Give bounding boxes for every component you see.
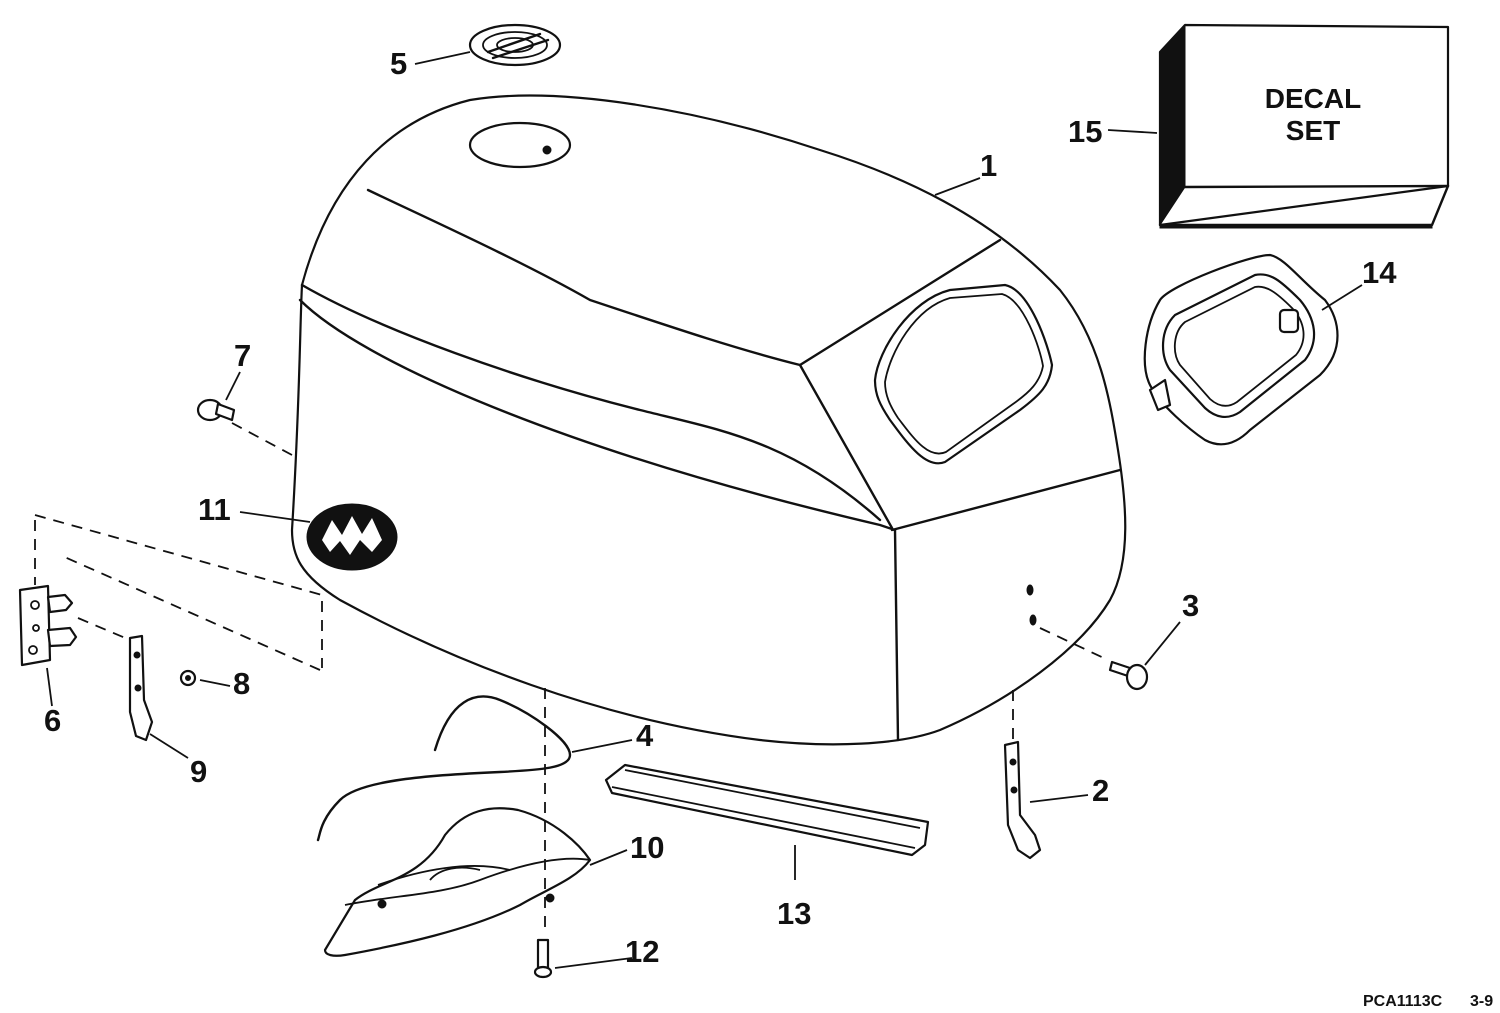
right-bracket [1003,740,1042,860]
decal-text-line1: DECAL [1265,83,1361,114]
decal-set-box: DECAL SET [1158,23,1450,229]
leader-lines [46,51,1363,969]
callout-14: 14 [1362,255,1397,290]
callout-2: 2 [1092,773,1109,808]
callout-9: 9 [190,754,207,789]
callout-10: 10 [630,830,664,865]
callout-8: 8 [233,666,250,701]
window-frame [1143,253,1339,446]
lower-hood [323,807,592,957]
rubber-strip [604,763,930,857]
callout-labels: 1 2 3 4 5 6 7 8 9 10 11 12 13 14 15 [44,46,1397,969]
callout-7: 7 [234,338,251,373]
figure-code: PCA1113C [1363,993,1443,1010]
screw-bottom [533,938,553,979]
callout-1: 1 [980,148,997,183]
engine-cover [290,94,1127,746]
latch-bracket [128,634,154,742]
callout-5: 5 [390,46,407,81]
callout-13: 13 [777,896,811,931]
nut [179,669,197,687]
plug [468,23,562,67]
mounting-plate [18,584,78,667]
screw-right [1108,660,1149,691]
decal-text-line2: SET [1286,115,1340,146]
logo-badge [306,503,398,571]
page-number: 3-9 [1470,993,1493,1010]
alignment-lines [34,422,1109,930]
callout-4: 4 [636,718,654,753]
screw-left [196,398,236,422]
callout-3: 3 [1182,588,1199,623]
callout-15: 15 [1068,114,1102,149]
callout-12: 12 [625,934,659,969]
seal-cord [316,695,572,842]
callout-6: 6 [44,703,61,738]
callout-11: 11 [198,492,231,527]
